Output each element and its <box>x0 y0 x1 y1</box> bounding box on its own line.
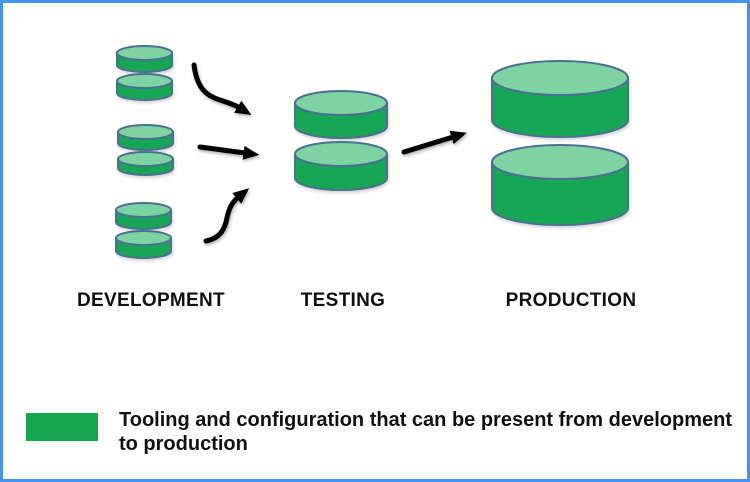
stage-label-production: PRODUCTION <box>505 290 637 311</box>
arrow-testing-to-production <box>401 130 467 155</box>
diagram-canvas <box>115 45 629 259</box>
stage-label-development: DEVELOPMENT <box>77 290 225 311</box>
legend-text: Tooling and configuration that can be pr… <box>119 408 744 456</box>
legend-color-swatch <box>26 413 98 441</box>
stage-label-testing: TESTING <box>300 290 386 311</box>
testing-database-icon <box>294 90 388 191</box>
production-database-icon <box>491 60 629 226</box>
arrow-dev3-to-testing <box>203 188 250 244</box>
legend-text-line-2: to production <box>119 433 248 455</box>
development-database-icon-3 <box>115 202 172 259</box>
development-database-icon-2 <box>117 124 174 176</box>
arrow-dev2-to-testing <box>197 144 260 160</box>
legend-text-line-1: Tooling and configuration that can be pr… <box>119 409 732 431</box>
development-database-icon-1 <box>116 45 173 101</box>
legend: Tooling and configuration that can be pr… <box>3 405 747 465</box>
flow-arrows <box>191 62 467 244</box>
arrow-dev1-to-testing <box>191 62 252 115</box>
